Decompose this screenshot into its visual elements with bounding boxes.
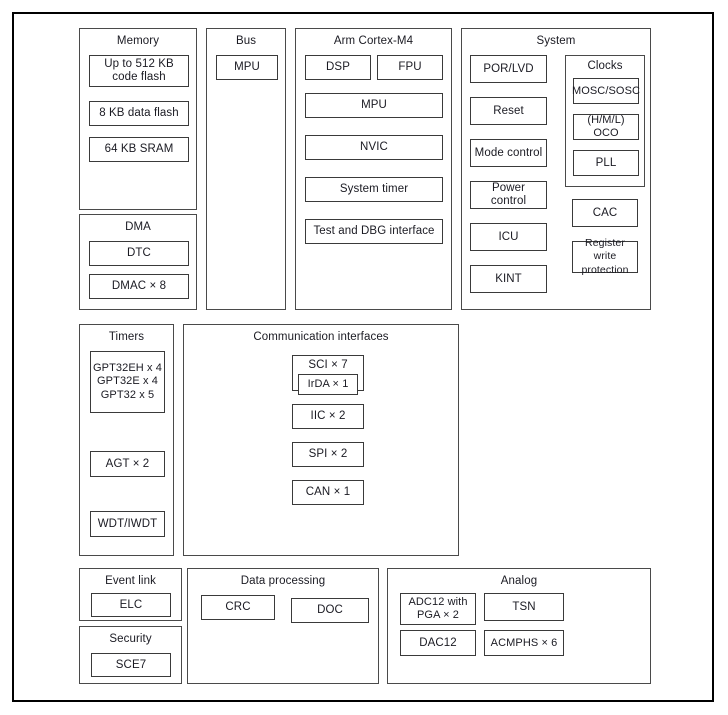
block-mode-control: Mode control — [470, 139, 547, 167]
block-sce7: SCE7 — [91, 653, 171, 677]
panel-analog: Analog ADC12 with PGA × 2 TSN DAC12 ACMP… — [387, 568, 651, 684]
panel-memory-title: Memory — [116, 35, 160, 47]
block-reset: Reset — [470, 97, 547, 125]
block-dmac: DMAC × 8 — [89, 274, 189, 299]
diagram-canvas: Memory Up to 512 KB code flash 8 KB data… — [12, 12, 714, 702]
block-dsp: DSP — [305, 55, 371, 80]
panel-system-title: System — [536, 35, 576, 47]
panel-security: Security SCE7 — [79, 626, 182, 684]
panel-cpu: Arm Cortex-M4 DSP FPU MPU NVIC System ti… — [295, 28, 452, 310]
block-por-lvd: POR/LVD — [470, 55, 547, 83]
block-fpu: FPU — [377, 55, 443, 80]
block-code-flash: Up to 512 KB code flash — [89, 55, 189, 87]
block-icu: ICU — [470, 223, 547, 251]
block-can: CAN × 1 — [292, 480, 364, 505]
block-system-timer: System timer — [305, 177, 443, 202]
panel-system: System POR/LVD Reset Mode control Power … — [461, 28, 651, 310]
panel-cpu-title: Arm Cortex-M4 — [333, 35, 414, 47]
panel-event-link-title: Event link — [105, 575, 156, 587]
block-dac12: DAC12 — [400, 630, 476, 656]
panel-security-title: Security — [109, 633, 152, 645]
block-nvic: NVIC — [305, 135, 443, 160]
block-kint: KINT — [470, 265, 547, 293]
block-adc12: ADC12 with PGA × 2 — [400, 593, 476, 625]
block-power-control: Power control — [470, 181, 547, 209]
block-iic: IIC × 2 — [292, 404, 364, 429]
panel-dma: DMA DTC DMAC × 8 — [79, 214, 197, 310]
block-sram: 64 KB SRAM — [89, 137, 189, 162]
block-doc: DOC — [291, 598, 369, 623]
panel-data-processing-title: Data processing — [240, 575, 326, 587]
panel-analog-title: Analog — [500, 575, 538, 587]
block-bus-mpu: MPU — [216, 55, 278, 80]
panel-dma-title: DMA — [125, 221, 151, 233]
block-data-flash: 8 KB data flash — [89, 101, 189, 126]
block-oco: (H/M/L) OCO — [573, 114, 639, 140]
block-gpt32: GPT32EH x 4 GPT32E x 4 GPT32 x 5 — [90, 351, 165, 413]
subpanel-clocks-title: Clocks — [587, 60, 623, 72]
block-dtc: DTC — [89, 241, 189, 266]
block-agt: AGT × 2 — [90, 451, 165, 477]
block-test-dbg-interface: Test and DBG interface — [305, 219, 443, 244]
panel-data-processing: Data processing CRC DOC — [187, 568, 379, 684]
panel-bus-title: Bus — [235, 35, 257, 47]
block-acmphs: ACMPHS × 6 — [484, 630, 564, 656]
panel-timers: Timers GPT32EH x 4 GPT32E x 4 GPT32 x 5 … — [79, 324, 174, 556]
block-irda: IrDA × 1 — [298, 374, 358, 395]
subpanel-clocks: Clocks MOSC/SOSC (H/M/L) OCO PLL — [565, 55, 645, 187]
block-elc: ELC — [91, 593, 171, 617]
block-pll: PLL — [573, 150, 639, 176]
panel-memory: Memory Up to 512 KB code flash 8 KB data… — [79, 28, 197, 210]
block-mosc-sosc: MOSC/SOSC — [572, 78, 640, 104]
panel-communication-title: Communication interfaces — [253, 331, 389, 343]
panel-communication-interfaces: Communication interfaces SCI × 7 IrDA × … — [183, 324, 459, 556]
block-cpu-mpu: MPU — [305, 93, 443, 118]
panel-bus: Bus MPU — [206, 28, 286, 310]
panel-timers-title: Timers — [108, 331, 145, 343]
block-tsn: TSN — [484, 593, 564, 621]
block-crc: CRC — [201, 595, 275, 620]
block-cac: CAC — [572, 199, 638, 227]
block-wdt-iwdt: WDT/IWDT — [90, 511, 165, 537]
block-register-write-protection: Register write protection — [572, 237, 638, 276]
panel-event-link: Event link ELC — [79, 568, 182, 621]
block-spi: SPI × 2 — [292, 442, 364, 467]
